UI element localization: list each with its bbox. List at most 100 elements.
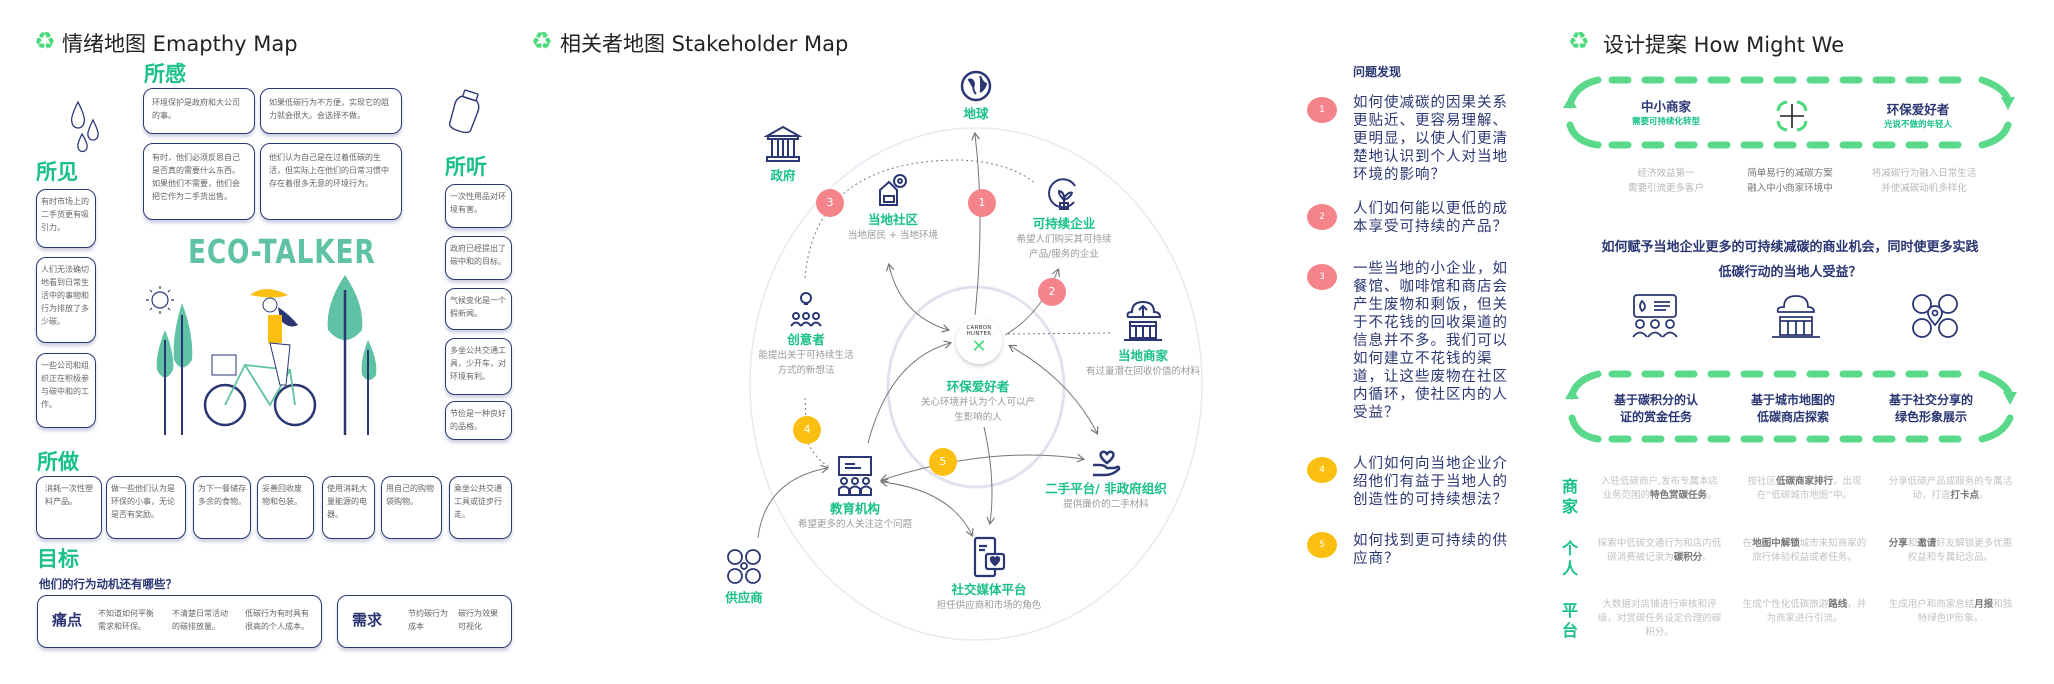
community-chat-icon xyxy=(1632,294,1678,338)
stakeholder-title: 相关者地图 Stakeholder Map xyxy=(560,32,849,56)
feel-card: 如果低碳行为不方便，实现它的阻力就会很大。会选择不做。 xyxy=(260,88,402,134)
loop-top-right-arc xyxy=(1978,76,2012,149)
logo-text: CARBON HUNTER xyxy=(966,325,992,337)
node-description: 生影响的人 xyxy=(954,412,1002,423)
arrow-to-earth xyxy=(975,134,981,316)
dotted-merchant xyxy=(1007,332,1113,335)
highlight-text: 打卡点 xyxy=(1950,490,1979,501)
issue-number: 5 xyxy=(1307,532,1337,558)
issue-text: 人们如何能以更低的成本享受可持续的产品？ xyxy=(1353,201,1508,235)
note: 简单易行的减碳方案融入中小商家环境中 xyxy=(1732,166,1848,196)
text-segment: 按社区 xyxy=(1747,476,1776,487)
recycle-icon: ♻ xyxy=(531,27,553,55)
note-line: 并使减碳动机多样化 xyxy=(1881,183,1967,194)
question-line: 低碳行动的当地人受益？ xyxy=(1718,265,1862,280)
text-segment: 生成个性化低碳旅游 xyxy=(1742,599,1829,610)
persona-merchant: 中小商家 需要可持续化转型 xyxy=(1606,96,1726,127)
loop-bottom-left-arc xyxy=(1568,370,1602,443)
persona-label: 环保爱好者 xyxy=(1886,102,1950,117)
carbon-hunter-logo: CARBON HUNTER ✕ xyxy=(956,318,1002,364)
pain-label: 痛点 xyxy=(52,611,83,629)
issue-number: 2 xyxy=(1307,204,1337,230)
government-building-icon xyxy=(763,125,803,162)
need-item: 节约碳行为成本 xyxy=(408,609,448,631)
node-government: 政府 xyxy=(698,124,868,184)
matrix-cell: 在地图中解锁城市未知商家的旅行体验权益或者任务。 xyxy=(1742,537,1867,565)
text-segment: ，并为商家进行引流。 xyxy=(1766,599,1867,624)
text-segment: 。 xyxy=(1979,490,1989,501)
solution-line: 基于城市地图的 xyxy=(1750,393,1835,407)
solution-line: 证的赏金任务 xyxy=(1619,410,1692,424)
arrow-ngo xyxy=(1010,346,1097,433)
highlight-text: 路线 xyxy=(1828,599,1848,610)
node-label: 创意者 xyxy=(787,332,825,347)
solution-social-share: 基于社交分享的绿色形象展示 xyxy=(1871,392,1991,426)
see-card: 人们无法确切地看到日常生活中的事物和行为排放了多少碳。 xyxy=(36,257,96,343)
text-segment: 分享低碳产品或服务的专属活动，打造 xyxy=(1888,476,2013,501)
node-label: 二手平台/ 非政府组织 xyxy=(1045,481,1167,496)
marker-2: 2 xyxy=(1038,278,1066,306)
issue-text: 如何找到更可持续的供应商？ xyxy=(1353,533,1508,567)
node-social-media: 社交媒体平台 担任供应商和市场的角色 xyxy=(904,536,1074,613)
note-line: 简单易行的减碳方案 xyxy=(1747,168,1833,179)
pain-item: 低碳行为有时具有很高的个人成本。 xyxy=(245,609,309,631)
do-card: 做一些他们认为是环保的小事，无论是否有奖励。 xyxy=(106,476,186,539)
do-card: 妥善回收废物和包装。 xyxy=(257,476,314,539)
plus-cycle-icon xyxy=(1776,100,1808,132)
node-label: 地球 xyxy=(963,106,989,121)
goal-heading: 目标 xyxy=(37,547,79,571)
text-segment: 好友解锁更多优惠权益和专属纪念品。 xyxy=(1907,538,2013,563)
hmw-question: 如何赋予当地企业更多的可持续减碳的商业机会，同时使更多实践 低碳行动的当地人受益… xyxy=(1560,235,2020,285)
feel-card: 环境保护是政府和大公司的事。 xyxy=(143,88,255,134)
phone-heart-icon xyxy=(973,536,1006,578)
solution-line: 绿色形象展示 xyxy=(1894,410,1967,424)
issue-number: 1 xyxy=(1307,97,1337,123)
node-supplier: 供应商 xyxy=(659,548,829,606)
node-label: 当地社区 xyxy=(867,212,918,227)
matrix-cell: 生成个性化低碳旅游路线，并为商家进行引流。 xyxy=(1742,598,1867,626)
hear-card: 政府已经提出了碳中和的目标。 xyxy=(445,236,512,280)
issue-text: 一些当地的小企业，如餐馆、咖啡馆和商店会产生废物和剩饭，但关于不花钱的回收渠道的… xyxy=(1353,261,1508,421)
issue-number: 3 xyxy=(1307,264,1337,290)
node-earth: 地球 xyxy=(891,70,1061,122)
arrow-edu-center xyxy=(867,343,950,444)
arrow-fan-social xyxy=(983,426,992,523)
pain-points-card: 痛点 不知道如何平衡需求和环保。 不清楚日常活动的碳排放量。 低碳行为有时具有很… xyxy=(37,595,322,648)
node-description: 能提出关于可持续生活 xyxy=(758,350,854,361)
matrix-cell: 分享低碳产品或服务的专属活动，打造打卡点。 xyxy=(1888,475,2013,503)
water-drops-icon xyxy=(70,100,99,153)
text-segment: 。 xyxy=(1702,552,1712,563)
node-eco-enthusiast: 环保爱好者 关心环境并认为个人可以产 生影响的人 xyxy=(893,379,1063,425)
arrow-edu-social xyxy=(882,482,972,535)
highlight-text: 低碳商家排行 xyxy=(1775,476,1833,487)
eco-talker-logo: ECO-TALKER xyxy=(188,232,376,271)
recycle-cross-icon: ✕ xyxy=(971,336,987,357)
supply-location-icon xyxy=(1912,294,1958,338)
persona-label: 中小商家 xyxy=(1640,99,1691,114)
hear-card: 一次性用品对环境有害。 xyxy=(445,184,512,228)
outer-ring xyxy=(749,127,1203,641)
persona-sub: 光说不做的年轻人 xyxy=(1883,120,1952,130)
note-line: 融入中小商家环境中 xyxy=(1747,183,1833,194)
persona-eco-enthusiast: 环保爱好者 光说不做的年轻人 xyxy=(1858,99,1978,130)
loop-bottom-dashes xyxy=(1608,370,1970,443)
node-label: 政府 xyxy=(770,168,796,183)
pain-item: 不知道如何平衡需求和环保。 xyxy=(98,609,154,631)
node-description: 担任供应商和市场的角色 xyxy=(936,600,1042,611)
goal-question: 他们的行为动机还有哪些？ xyxy=(39,577,177,591)
see-card: 有时市场上的二手货更有吸引力。 xyxy=(36,189,96,248)
loop-top-dashes xyxy=(1608,76,1970,149)
node-description: 有过量潜在回收价值的材料 xyxy=(1085,366,1200,377)
need-label: 需求 xyxy=(352,611,383,629)
highlight-text: 月报 xyxy=(1974,599,1994,610)
issue-text: 人们如何向当地企业介绍他们有益于当地人的创造性的可持续想法？ xyxy=(1353,456,1508,508)
node-community: 当地社区 当地居民 + 当地环境 xyxy=(808,172,978,243)
jar-icon xyxy=(448,89,480,134)
note: 将减碳行为融入日常生活并使减碳动机多样化 xyxy=(1859,166,1989,196)
solution-line: 低碳商店探索 xyxy=(1756,410,1829,424)
highlight-text: 地图中解锁 xyxy=(1752,538,1800,549)
matrix-cell: 入驻低碳商户,发布专属本店业务范围的特色赏碳任务。 xyxy=(1597,475,1722,503)
need-item: 碳行为效果可视化 xyxy=(458,609,498,631)
matrix-cell: 大数据对店铺进行审核和评级，对赏碳任务设定合理的碳积分。 xyxy=(1597,598,1722,640)
